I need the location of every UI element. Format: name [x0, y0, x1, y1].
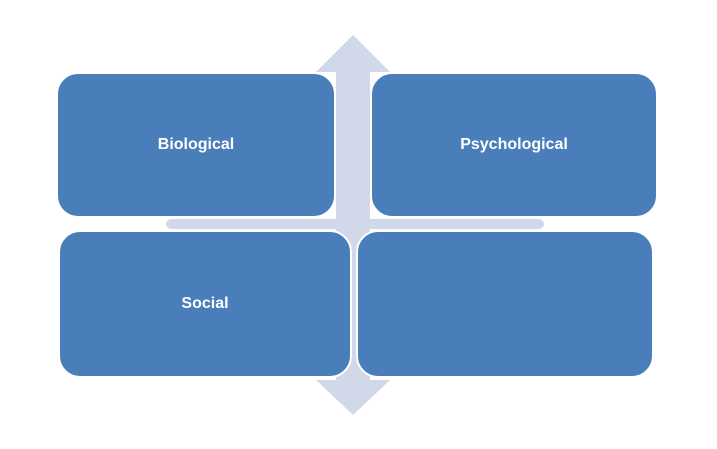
quadrant-label-biological: Biological: [157, 136, 235, 153]
horizontal-bar: [166, 219, 544, 229]
quadrant-empty: [356, 230, 654, 378]
quadrant-biological: Biological: [56, 72, 336, 218]
quadrant-label-social: Social: [181, 295, 229, 312]
quadrant-label-psychological: Psychological: [460, 136, 568, 153]
quadrant-social: Social: [58, 230, 352, 378]
quadrant-psychological: Psychological: [370, 72, 658, 218]
